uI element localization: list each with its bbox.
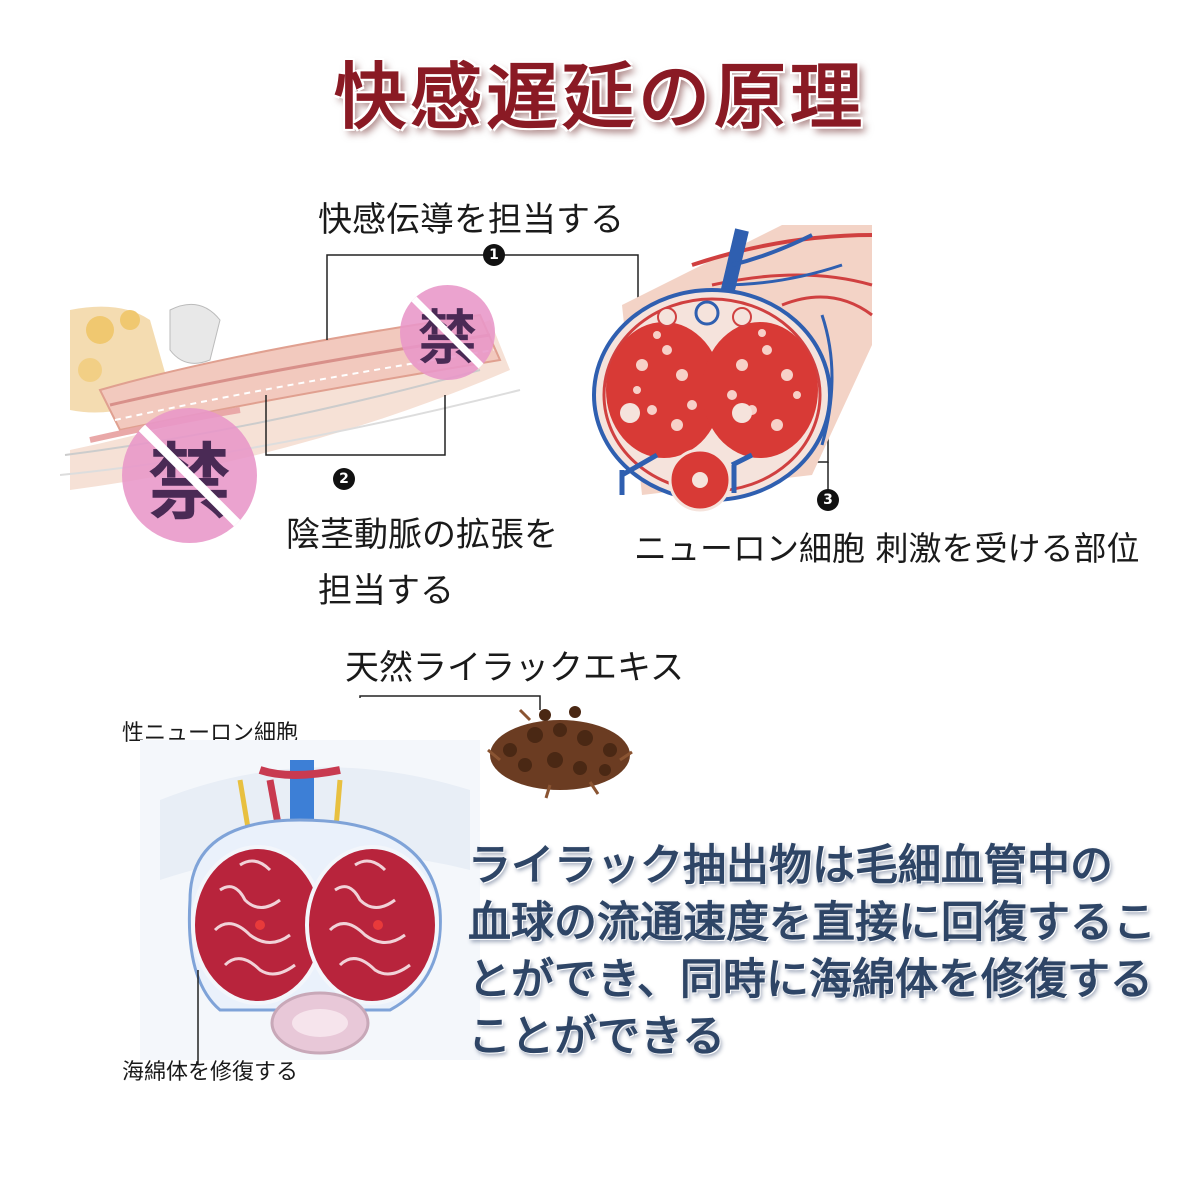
marker-1: 1 bbox=[483, 244, 505, 266]
description-line-3: とができ、同時に海綿体を修復する bbox=[468, 955, 1153, 1005]
bottom-leader-lines bbox=[359, 695, 541, 710]
label-lilac-extract: 天然ライラックエキス bbox=[345, 648, 684, 688]
label-pleasure-conduction: 快感伝導を担当する bbox=[318, 200, 624, 240]
marker-2: 2 bbox=[333, 468, 355, 490]
repair-leader-line bbox=[197, 970, 199, 1065]
cross-section-illustration-top bbox=[592, 225, 873, 512]
prohibited-badge-small: 禁 bbox=[400, 285, 495, 380]
label-neuron-stimulus: ニューロン細胞 刺激を受ける部位 bbox=[634, 529, 1140, 568]
description-text: ライラック抽出物は毛細血管中の 血球の流通速度を直接に回復するこ とができ、同時… bbox=[468, 838, 1188, 1066]
label-artery-dilation-1: 陰茎動脈の拡張を bbox=[286, 515, 558, 555]
label-artery-dilation-2: 担当する bbox=[318, 571, 454, 611]
description-line-1: ライラック抽出物は毛細血管中の bbox=[468, 841, 1113, 891]
cross-section-illustration-bottom bbox=[140, 740, 480, 1060]
prohibited-badge-large: 禁 bbox=[122, 408, 257, 543]
marker-3: 3 bbox=[817, 489, 839, 511]
description-line-4: ことができる bbox=[468, 1012, 726, 1062]
description-line-2: 血球の流通速度を直接に回復するこ bbox=[468, 898, 1156, 948]
label-repair-cavernosum: 海綿体を修復する bbox=[122, 1060, 299, 1085]
lilac-clove-image bbox=[487, 706, 633, 799]
page-title: 快感遅延の原理 bbox=[333, 54, 866, 139]
